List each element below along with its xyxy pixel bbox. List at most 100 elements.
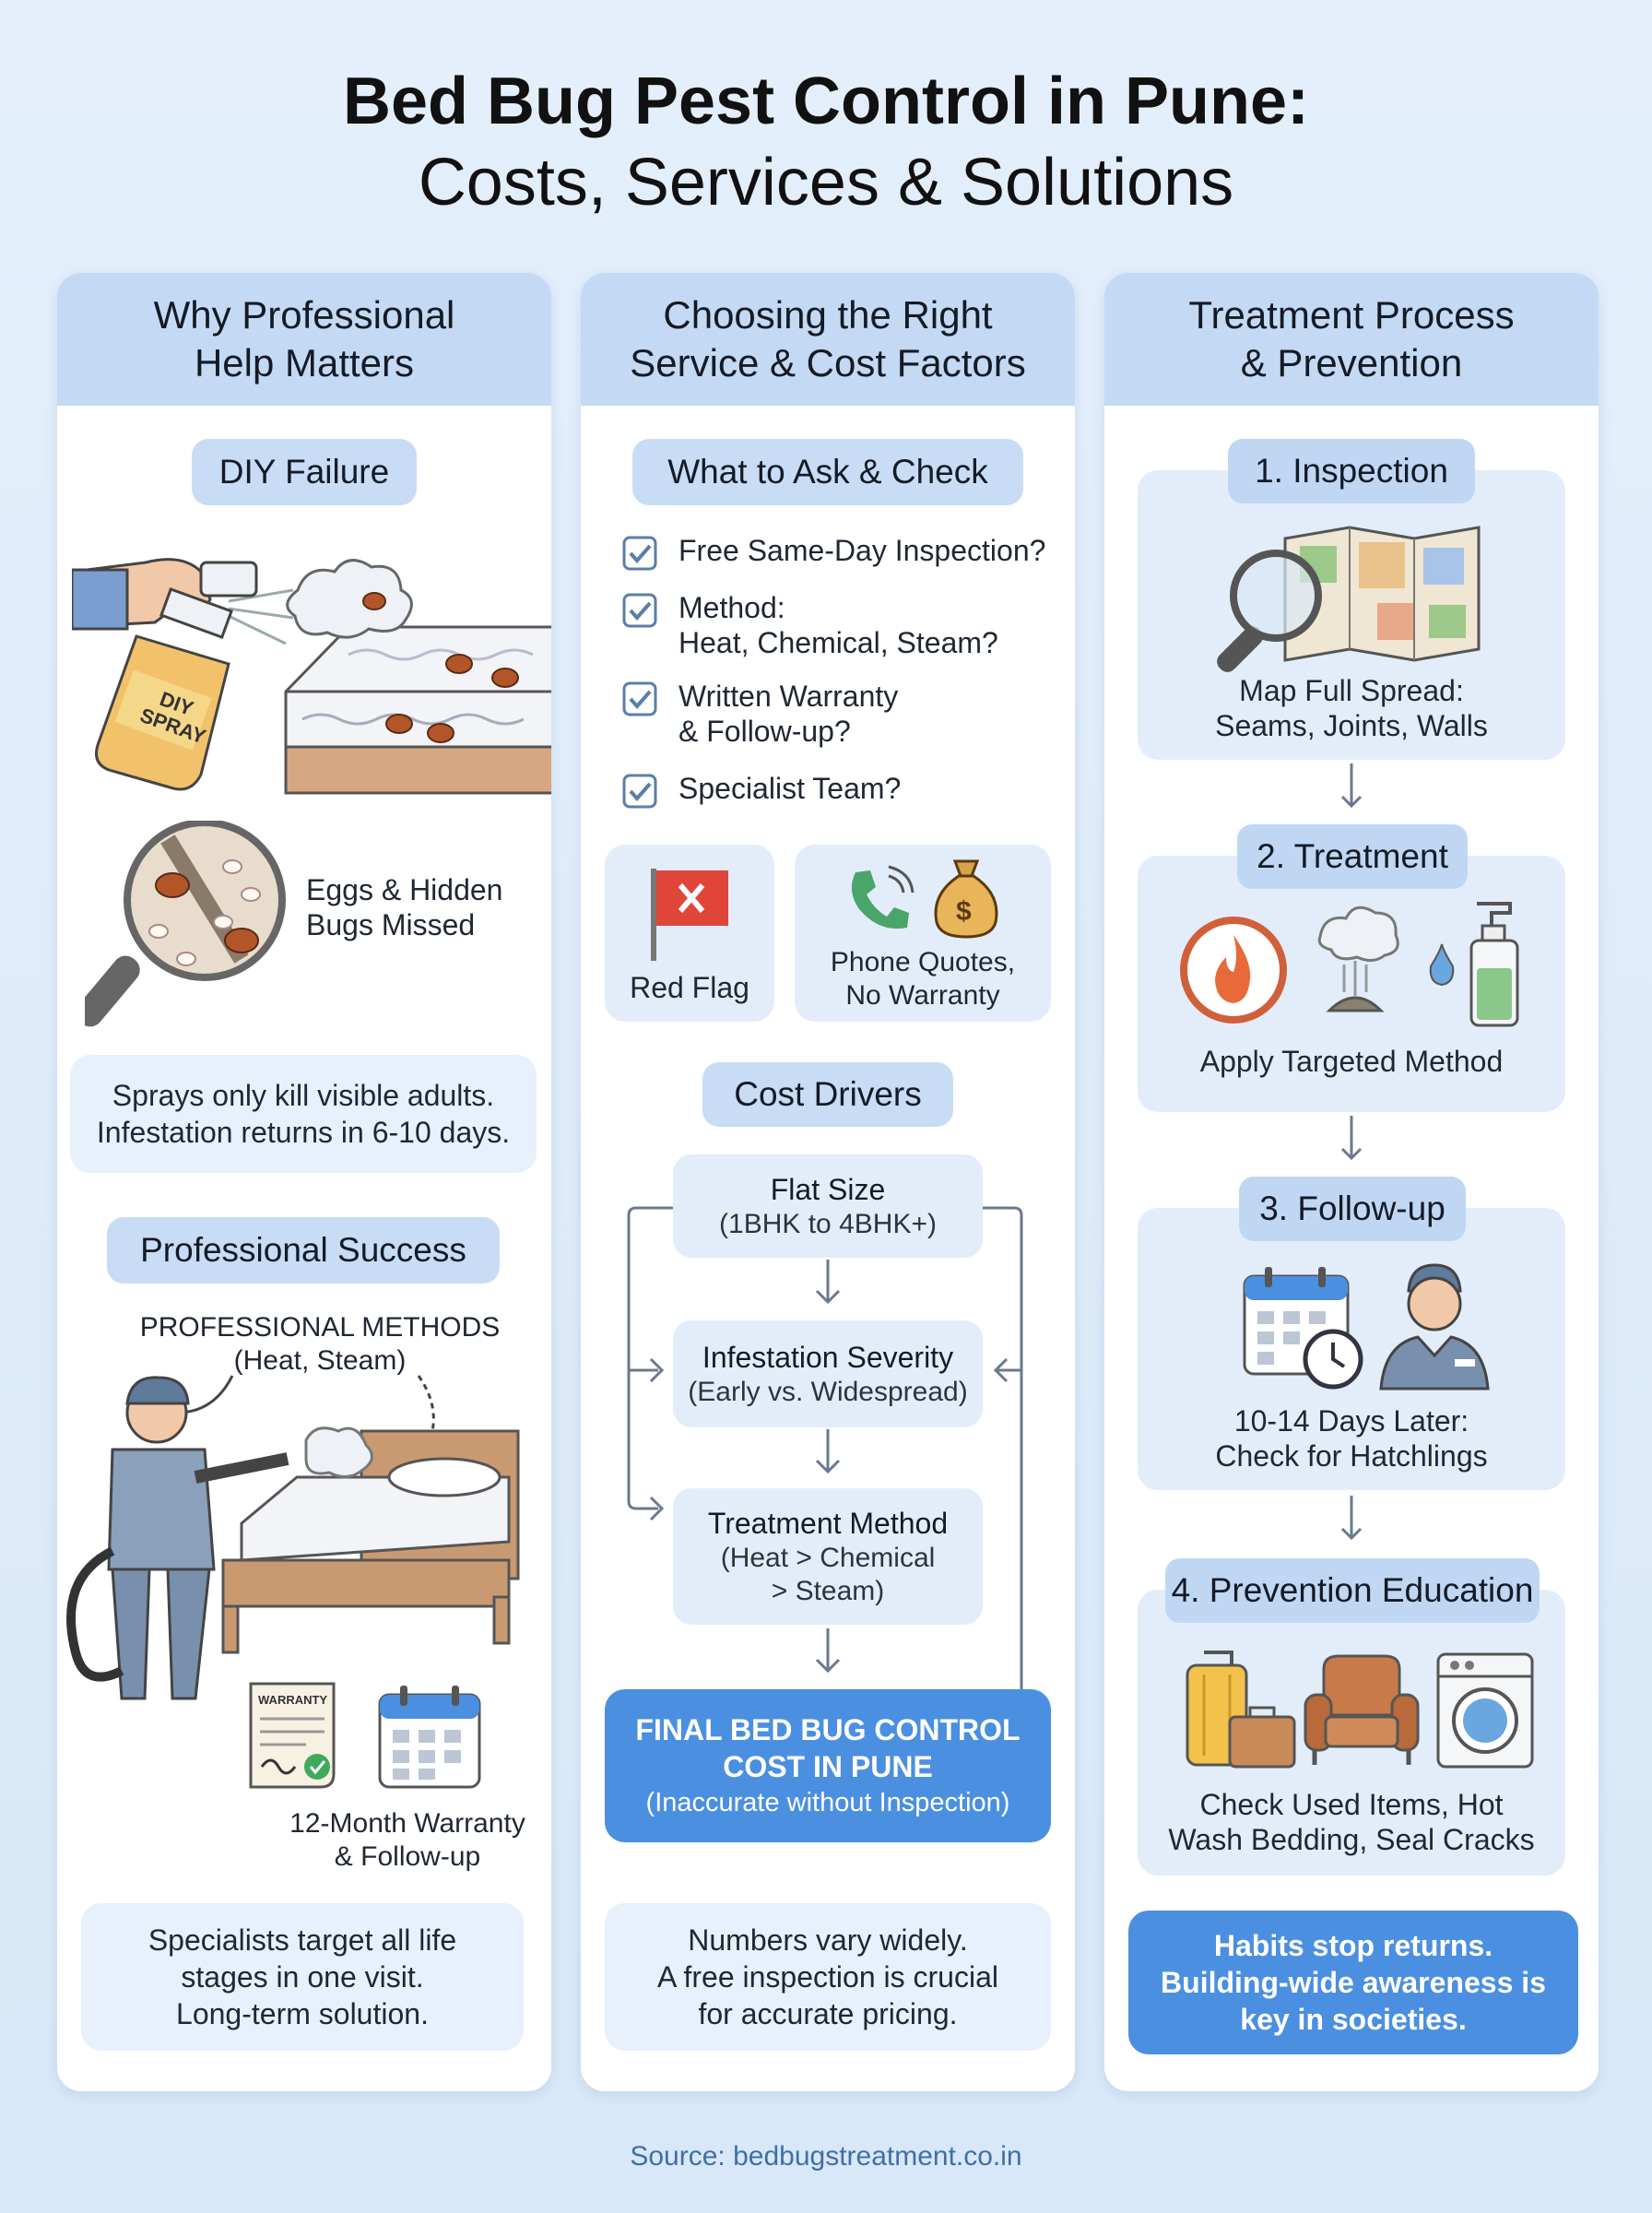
calendar-icon bbox=[1243, 1267, 1363, 1390]
warranty-document-icon: WARRANTY bbox=[249, 1682, 336, 1789]
svg-text:$: $ bbox=[956, 896, 972, 927]
driver-sub: (1BHK to 4BHK+) bbox=[719, 1209, 937, 1239]
caption-line: & Follow-up bbox=[334, 1841, 481, 1872]
professional-methods-caption: PROFESSIONAL METHODS (Heat, Steam) bbox=[112, 1311, 527, 1378]
caption-line: Map Full Spread: bbox=[1239, 674, 1464, 707]
caption-line: Eggs & Hidden bbox=[306, 873, 503, 906]
driver-flat-size: Flat Size (1BHK to 4BHK+) bbox=[673, 1154, 983, 1258]
step-pill: 4. Prevention Education bbox=[1165, 1558, 1540, 1623]
checkbox-icon bbox=[622, 774, 657, 809]
driver-severity: Infestation Severity (Early vs. Widespre… bbox=[673, 1320, 983, 1427]
heading-line: Treatment Process bbox=[1188, 293, 1515, 337]
note-line: A free inspection is crucial bbox=[657, 1960, 998, 1994]
diy-failure-pill: DIY Failure bbox=[192, 439, 417, 505]
heading-line: & Prevention bbox=[1240, 341, 1463, 385]
note-line: Sprays only kill visible adults. bbox=[112, 1079, 495, 1112]
checklist-text: Method: bbox=[678, 591, 785, 624]
driver-treatment-method: Treatment Method (Heat > Chemical > Stea… bbox=[673, 1488, 983, 1625]
cost-flow-arrows bbox=[627, 1206, 1034, 1723]
driver-title: Flat Size bbox=[770, 1173, 886, 1206]
svg-text:WARRANTY: WARRANTY bbox=[258, 1693, 327, 1707]
checkbox-icon bbox=[622, 536, 657, 571]
caption-line: Wash Bedding, Seal Cracks bbox=[1168, 1823, 1535, 1856]
note-line: for accurate pricing. bbox=[698, 1997, 958, 2030]
final-cost-line: FINAL BED BUG CONTROL bbox=[635, 1713, 1021, 1746]
diy-note: Sprays only kill visible adults. Infestat… bbox=[70, 1055, 537, 1173]
checklist-item: Written Warranty& Follow-up? bbox=[621, 679, 898, 749]
red-flag-icon bbox=[651, 869, 728, 961]
red-flag-label: Red Flag bbox=[630, 971, 749, 1004]
note-line: Specialists target all life bbox=[148, 1923, 457, 1957]
driver-sub: (Heat > Chemical bbox=[720, 1543, 936, 1573]
column-heading: Treatment Process& Prevention bbox=[1104, 273, 1599, 406]
step-caption: Map Full Spread: Seams, Joints, Walls bbox=[1138, 673, 1565, 743]
caption-line: (Heat, Steam) bbox=[233, 1345, 407, 1376]
title-line-1: Bed Bug Pest Control in Pune: bbox=[342, 65, 1309, 138]
caption-line: 10-14 Days Later: bbox=[1233, 1404, 1469, 1438]
technician-icon bbox=[66, 1375, 520, 1700]
note-line: Long-term solution. bbox=[176, 1997, 429, 2030]
step-caption: 10-14 Days Later: Check for Hatchlings bbox=[1138, 1403, 1565, 1473]
fire-icon bbox=[1180, 917, 1287, 1024]
technician-icon bbox=[1379, 1263, 1490, 1391]
phone-quotes-card: $ Phone Quotes, No Warranty bbox=[795, 845, 1051, 1022]
driver-sub: > Steam) bbox=[771, 1576, 885, 1606]
habits-line: key in societies. bbox=[1240, 2003, 1467, 2036]
habits-line: Building-wide awareness is bbox=[1161, 1966, 1546, 1999]
habits-box: Habits stop returns. Building-wide aware… bbox=[1128, 1911, 1578, 2054]
checklist-text: Written Warranty bbox=[678, 680, 899, 713]
red-flag-card: Red Flag bbox=[605, 845, 774, 1022]
title-line-2: Costs, Services & Solutions bbox=[418, 146, 1234, 219]
caption-line: Phone Quotes, bbox=[830, 947, 1016, 977]
mattress-icon bbox=[284, 625, 551, 795]
checklist-text: Free Same-Day Inspection? bbox=[678, 534, 1046, 567]
phone-icon bbox=[851, 865, 914, 929]
source-credit: Source: bedbugstreatment.co.in bbox=[630, 2141, 1022, 2172]
note-line: Infestation returns in 6-10 days. bbox=[96, 1116, 511, 1149]
cost-note: Numbers vary widely. A free inspection i… bbox=[605, 1903, 1051, 2051]
caption-line: 12-Month Warranty bbox=[289, 1808, 525, 1839]
driver-title: Treatment Method bbox=[707, 1507, 949, 1540]
checkbox-icon bbox=[622, 681, 657, 716]
heading-line: Why Professional bbox=[153, 293, 455, 337]
caption-line: PROFESSIONAL METHODS bbox=[139, 1312, 501, 1343]
driver-sub: (Early vs. Widespread) bbox=[688, 1377, 968, 1407]
cost-drivers-pill: Cost Drivers bbox=[702, 1062, 953, 1127]
habits-line: Habits stop returns. bbox=[1213, 1929, 1493, 1962]
heading-line: Service & Cost Factors bbox=[630, 341, 1026, 385]
what-to-ask-pill: What to Ask & Check bbox=[632, 439, 1023, 505]
armchair-icon bbox=[1304, 1654, 1420, 1765]
professional-note: Specialists target all life stages in on… bbox=[81, 1903, 524, 2051]
driver-title: Infestation Severity bbox=[702, 1341, 954, 1374]
caption-line: Check Used Items, Hot bbox=[1199, 1788, 1504, 1821]
eggs-caption: Eggs & Hidden Bugs Missed bbox=[306, 872, 518, 942]
map-icon bbox=[1217, 526, 1481, 672]
magnifier-icon bbox=[85, 821, 286, 1027]
step-pill: 1. Inspection bbox=[1228, 439, 1475, 503]
step-pill: 2. Treatment bbox=[1237, 824, 1468, 889]
warranty-caption: 12-Month Warranty & Follow-up bbox=[278, 1807, 537, 1874]
column-treatment-process: Treatment Process& Prevention 1. Inspect… bbox=[1104, 273, 1599, 2091]
final-cost-line: COST IN PUNE bbox=[723, 1750, 933, 1783]
checklist-text: Specialist Team? bbox=[678, 772, 902, 805]
caption-line: Bugs Missed bbox=[306, 908, 476, 941]
down-arrow-icon bbox=[1340, 1116, 1363, 1161]
checkbox-icon bbox=[622, 593, 657, 628]
caption-line: Check for Hatchlings bbox=[1215, 1439, 1488, 1473]
spray-bottle-icon: DIY SPRAY bbox=[72, 558, 551, 795]
checklist-item: Method:Heat, Chemical, Steam? bbox=[621, 590, 998, 660]
checklist-item: Specialist Team? bbox=[621, 771, 901, 810]
note-line: Numbers vary widely. bbox=[688, 1923, 968, 1957]
professional-success-pill: Professional Success bbox=[107, 1217, 500, 1284]
final-cost-sub: (Inaccurate without Inspection) bbox=[645, 1788, 1010, 1817]
step-pill: 3. Follow-up bbox=[1239, 1177, 1466, 1241]
phone-quotes-caption: Phone Quotes, No Warranty bbox=[795, 946, 1051, 1012]
calendar-icon bbox=[378, 1686, 481, 1789]
heading-line: Help Matters bbox=[194, 341, 415, 385]
down-arrow-icon bbox=[1340, 763, 1363, 809]
step-caption: Check Used Items, Hot Wash Bedding, Seal… bbox=[1138, 1787, 1565, 1857]
heading-line: Choosing the Right bbox=[663, 293, 993, 337]
